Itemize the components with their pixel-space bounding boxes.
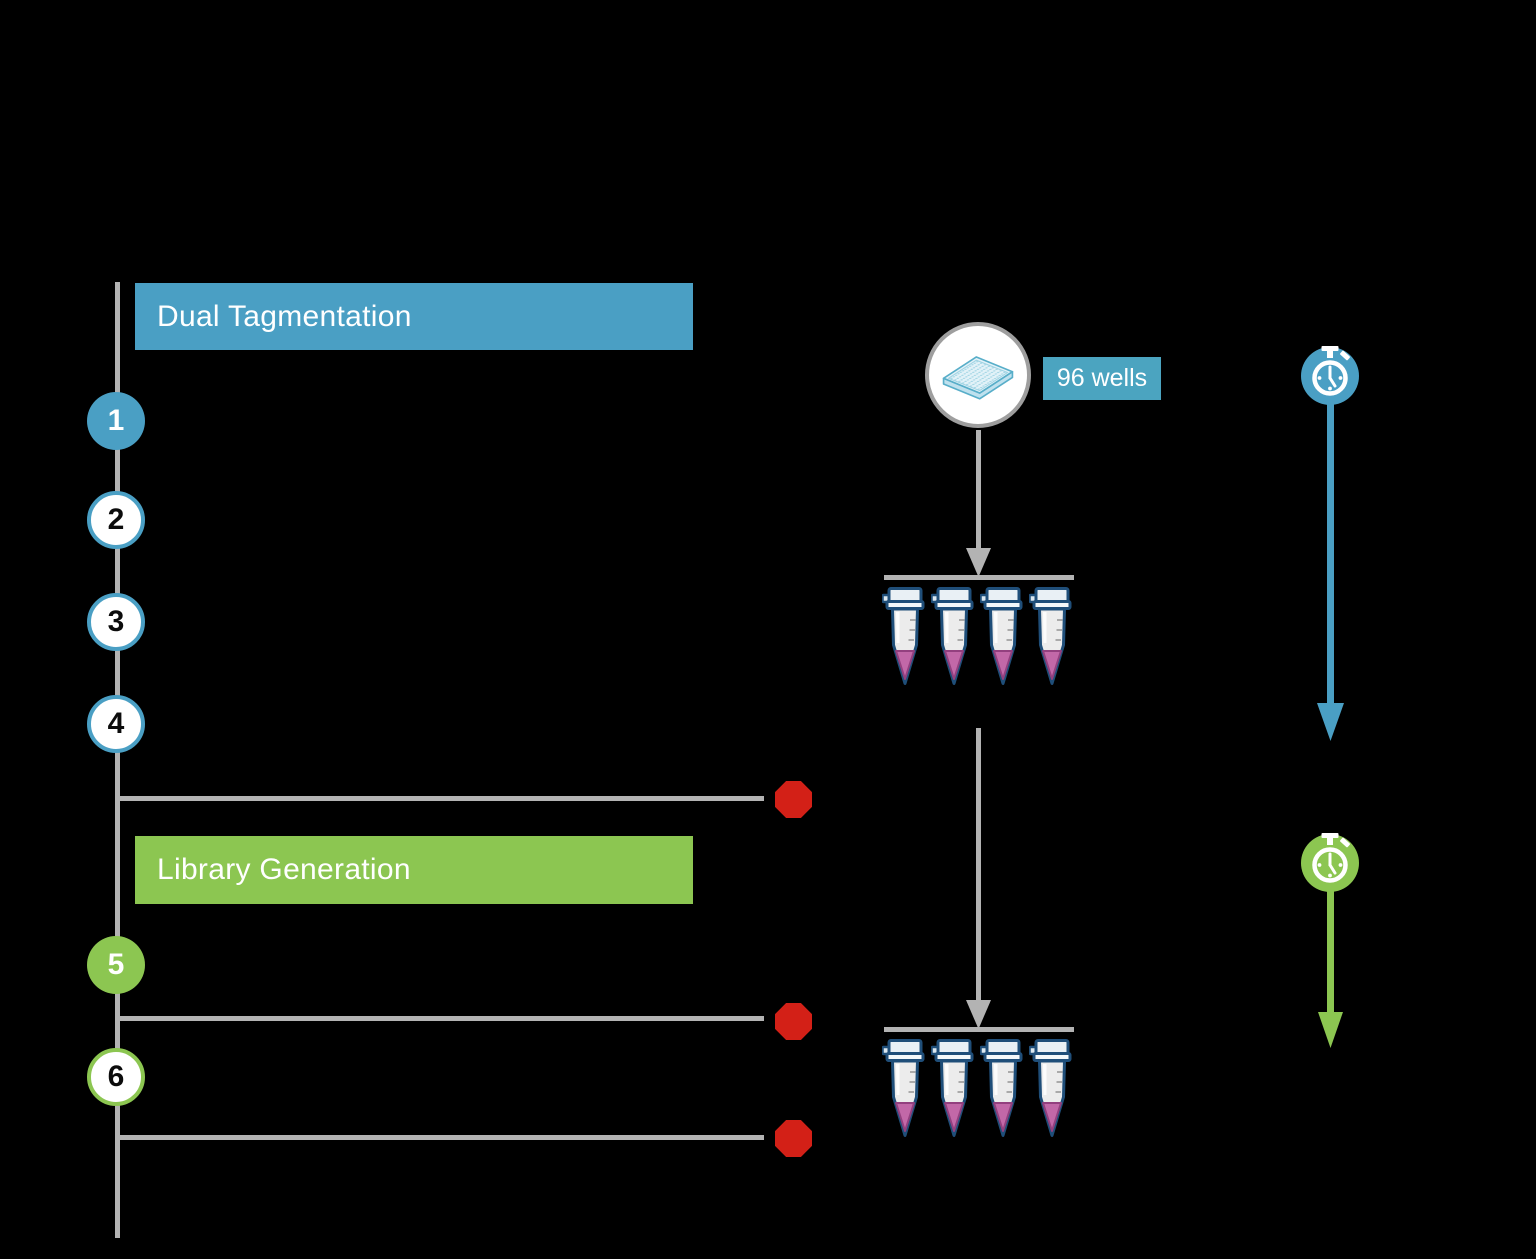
timeline-line (115, 282, 120, 1238)
section-header-dual-tagmentation: Dual Tagmentation (135, 283, 693, 350)
stop-octagon-icon (775, 1120, 812, 1157)
step-number: 6 (107, 1060, 125, 1093)
connector-line-3 (119, 1135, 764, 1140)
flow-arrow-shaft (976, 728, 981, 1000)
duration-arrow-shaft-blue (1327, 404, 1334, 704)
96-well-plate-icon (942, 356, 1014, 400)
connector-line-2 (119, 1016, 764, 1021)
step-circle-4: 4 (87, 695, 145, 753)
stopwatch-icon (1298, 829, 1362, 893)
step-number: 3 (107, 605, 125, 638)
pcr-tube-strip-icon (882, 584, 1074, 692)
duration-arrow-shaft-green (1327, 891, 1334, 1013)
stop-octagon-icon (775, 1003, 812, 1040)
step-number: 4 (107, 707, 125, 740)
section-header-library-generation: Library Generation (135, 836, 693, 904)
tube-holder-line-1 (884, 575, 1074, 580)
step-number: 2 (107, 503, 125, 536)
step-circle-2: 2 (87, 491, 145, 549)
step-circle-5: 5 (87, 936, 145, 994)
step-circle-6: 6 (87, 1048, 145, 1106)
tube-holder-line-2 (884, 1027, 1074, 1032)
step-circle-1: 1 (87, 392, 145, 450)
pcr-tube-strip-icon (882, 1036, 1074, 1144)
stopwatch-icon (1298, 342, 1362, 406)
duration-arrow-head-blue (1317, 703, 1344, 741)
flow-arrow-head (966, 548, 991, 577)
step-number: 1 (107, 404, 125, 437)
wells-badge: 96 wells (1043, 357, 1161, 400)
plate-bubble (925, 322, 1031, 428)
stop-octagon-icon (775, 781, 812, 818)
step-circle-3: 3 (87, 593, 145, 651)
step-number: 5 (107, 948, 125, 981)
section-title: Library Generation (157, 853, 411, 886)
duration-arrow-head-green (1318, 1012, 1343, 1048)
flow-arrow-head (966, 1000, 991, 1029)
wells-badge-label: 96 wells (1056, 364, 1148, 392)
section-title: Dual Tagmentation (157, 299, 412, 333)
connector-line-1 (119, 796, 764, 801)
flow-arrow-shaft (976, 430, 981, 548)
